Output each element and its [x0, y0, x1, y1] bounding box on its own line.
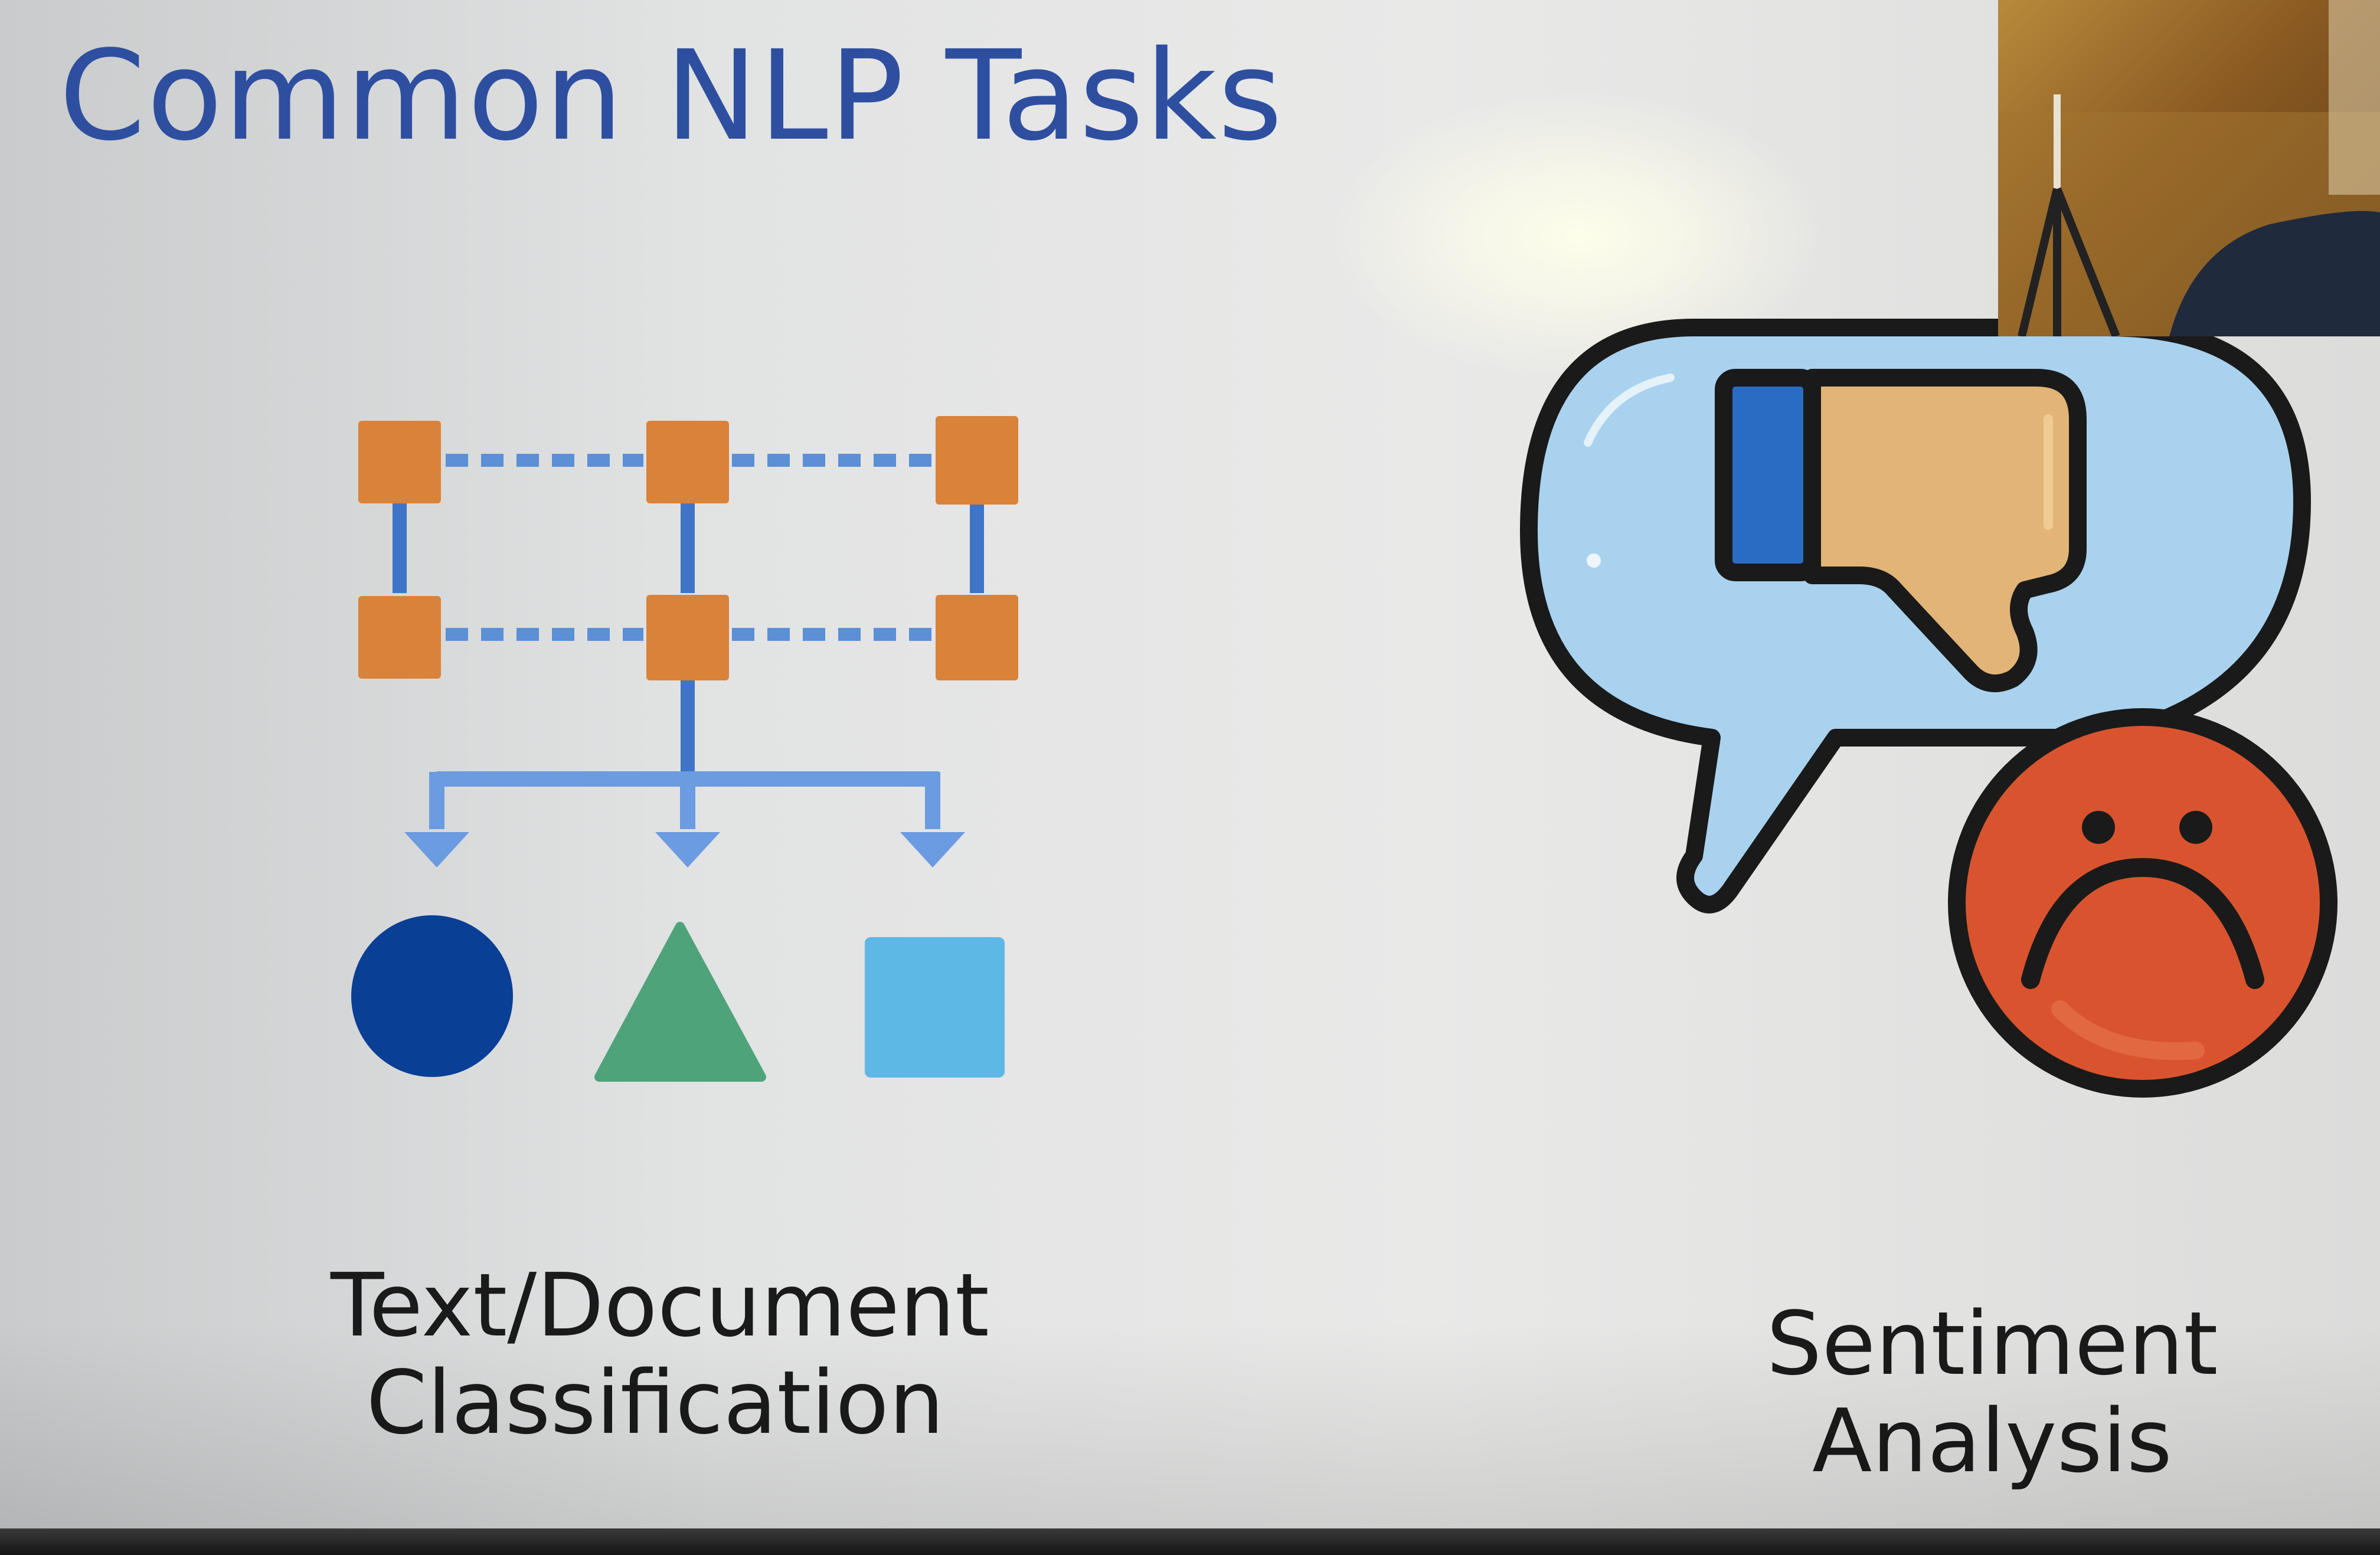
classification-caption-line-1: Text/Document: [331, 1255, 989, 1356]
slide-title: Common NLP Tasks: [59, 24, 1284, 168]
sentiment-caption-line-1: Sentiment: [1766, 1293, 2218, 1394]
tripod-icon: [1998, 0, 2380, 336]
square-shape: [865, 937, 1005, 1078]
thumbs-down-sad-face-icon: [1520, 319, 2338, 1098]
circle-shape: [351, 915, 513, 1077]
classification-caption: Text/Document Classification: [331, 1255, 989, 1453]
triangle-shape: [594, 922, 766, 1082]
monitor-bezel: [0, 1528, 2380, 1555]
sentiment-caption-line-2: Analysis: [1812, 1390, 2172, 1492]
webcam-feed: [1998, 0, 2380, 336]
classification-diagram-icon: [351, 416, 1018, 1082]
classification-caption-line-2: Classification: [366, 1352, 944, 1453]
sentiment-caption: Sentiment Analysis: [1712, 1295, 2273, 1490]
